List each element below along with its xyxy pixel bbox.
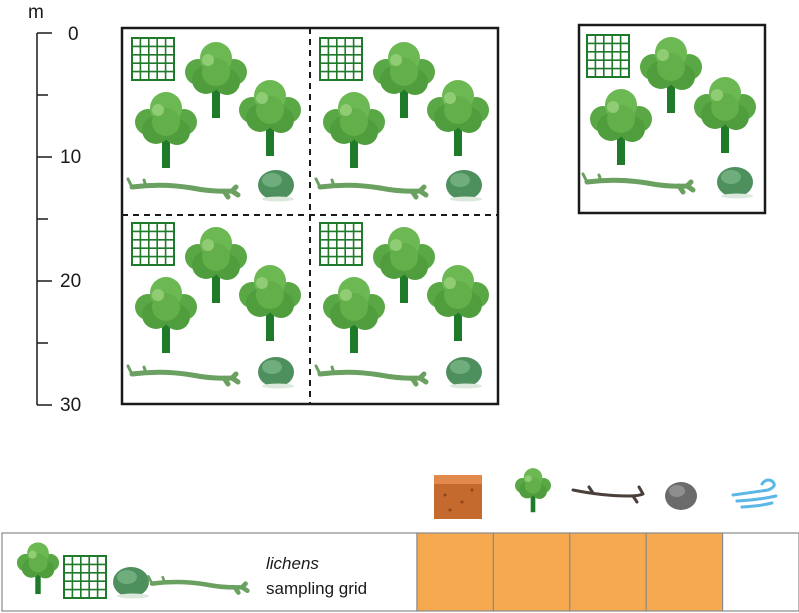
sampling-grid-icon <box>586 34 630 78</box>
fallen-log-icon <box>128 366 238 384</box>
wind-icon <box>731 478 778 509</box>
tree-icon <box>373 42 435 118</box>
table-cell-4 <box>645 532 724 612</box>
scale-label-20: 20 <box>60 271 82 292</box>
tree-icon <box>135 92 197 168</box>
sampling-grid-icon <box>131 222 175 266</box>
tree-icon <box>515 468 551 513</box>
sampling-grid-icon <box>131 37 175 81</box>
scale-label-10: 10 <box>60 147 82 168</box>
tree-icon <box>373 227 435 303</box>
tree-icon <box>239 80 301 156</box>
small-plot <box>577 23 767 215</box>
tree-icon <box>427 265 489 341</box>
quadrant-top-right <box>316 37 489 202</box>
table-cell-1 <box>416 532 495 612</box>
table-cell-2 <box>492 532 571 612</box>
tree-icon <box>694 77 756 153</box>
fallen-log-icon <box>128 179 238 197</box>
quadrant-bottom-left <box>128 222 301 389</box>
tree-icon <box>640 37 702 113</box>
rock-icon <box>665 482 697 510</box>
rock-icon <box>446 170 482 202</box>
fallen-log-icon <box>583 174 693 192</box>
scale-unit-label: m <box>28 2 44 23</box>
table-cell-5 <box>721 532 799 612</box>
legend-tool-label: sampling grid <box>266 579 368 598</box>
tree-icon <box>185 42 247 118</box>
quadrant-top-left <box>128 37 301 202</box>
tree-icon <box>590 89 652 165</box>
rock-icon <box>446 357 482 389</box>
scale-label-30: 30 <box>60 395 82 416</box>
rock-icon <box>258 357 294 389</box>
tree-icon <box>323 277 385 353</box>
large-plot <box>120 26 500 406</box>
rock-icon <box>258 170 294 202</box>
fallen-log-icon <box>316 366 426 384</box>
legend-organism-label: lichens <box>266 554 319 573</box>
tree-icon <box>323 92 385 168</box>
branch-icon <box>571 485 645 504</box>
scale-bar <box>36 32 52 406</box>
small-plot-border <box>577 23 767 215</box>
tree-icon <box>185 227 247 303</box>
sampling-grid-icon <box>319 222 363 266</box>
factor-icons <box>434 468 778 519</box>
tree-icon <box>427 80 489 156</box>
tree-icon <box>239 265 301 341</box>
tree-icon <box>135 277 197 353</box>
quadrant-bottom-right <box>316 222 489 389</box>
sampling-grid-icon <box>319 37 363 81</box>
soil-icon <box>434 475 482 519</box>
scale-label-0: 0 <box>68 24 79 45</box>
rock-icon <box>717 167 753 199</box>
table-cell-3 <box>569 532 647 612</box>
fallen-log-icon <box>316 179 426 197</box>
